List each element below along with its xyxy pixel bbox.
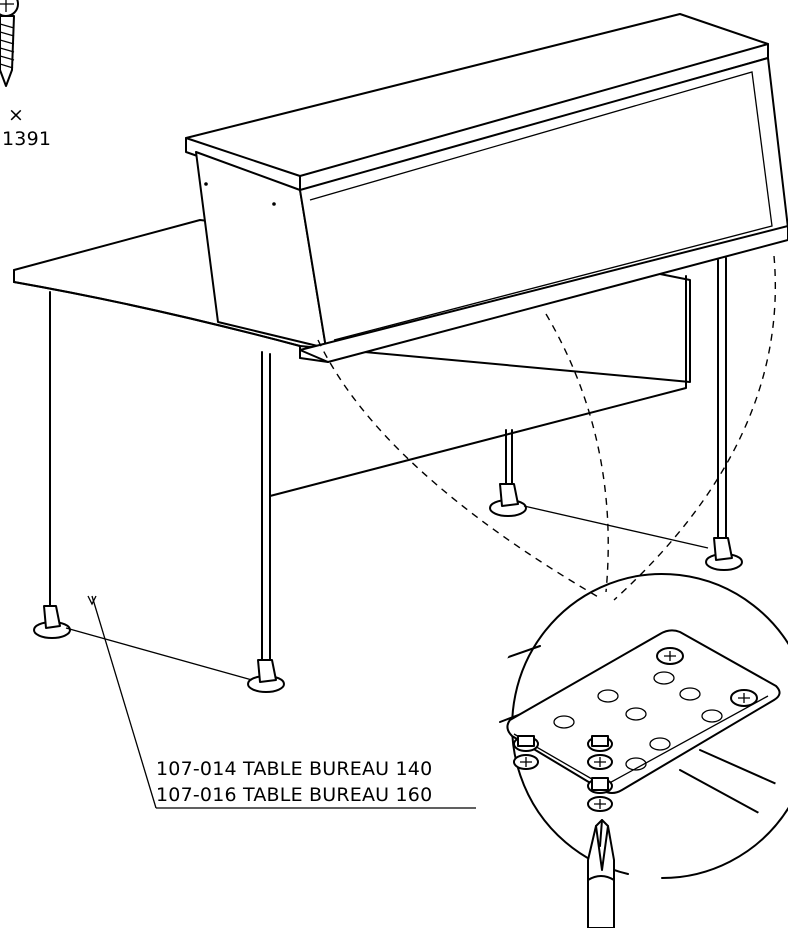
screwdriver-icon: [587, 819, 615, 928]
insert-screw: [513, 735, 539, 770]
foot-front-right: [247, 659, 285, 693]
product-reference-140: 107-014 TABLE BUREAU 140: [156, 758, 433, 780]
insert-screw: [587, 777, 613, 812]
plate-screw: [730, 689, 758, 707]
reference-leader: [87, 595, 476, 809]
screw-icon: [0, 0, 19, 87]
mounting-plate: [506, 629, 781, 794]
leg-front-right: [261, 351, 271, 671]
foot-rear-left: [489, 483, 527, 517]
quantity-multiplier: ×: [8, 104, 25, 126]
product-reference-160: 107-016 TABLE BUREAU 160: [156, 784, 433, 806]
quantity-value: 1391: [2, 128, 52, 150]
reception-hutch: [185, 13, 788, 363]
leg-rear-left: [505, 429, 513, 487]
detail-callout-lines: [317, 255, 777, 601]
insert-screw: [587, 735, 613, 770]
plate-screw: [656, 647, 684, 665]
leg-right: [717, 257, 727, 549]
foot-front-left: [33, 605, 71, 639]
modesty-panel: [269, 275, 687, 497]
foot-right: [705, 537, 743, 571]
detail-view: [499, 573, 788, 879]
